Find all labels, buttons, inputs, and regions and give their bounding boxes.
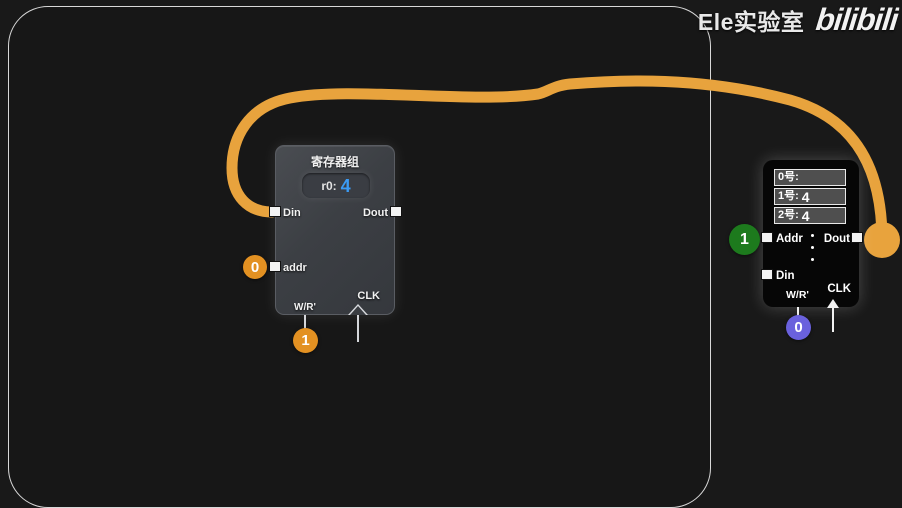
register-pin-din[interactable] (269, 206, 281, 217)
register-block-title: 寄存器组 (310, 155, 359, 169)
register-clk-edge-marker (348, 304, 368, 316)
watermark-platform: bilibili (814, 2, 900, 37)
register-wr-input-badge[interactable]: 1 (293, 328, 318, 353)
register-port-label-din: Din (283, 207, 301, 219)
memory-cell-row[interactable]: 2号: 4 (774, 207, 846, 224)
memory-port-label-addr: Addr (776, 233, 803, 245)
memory-cell-value: 4 (801, 207, 810, 224)
memory-port-label-din: Din (776, 270, 795, 282)
watermark: Ele实验室 bilibili (697, 2, 900, 38)
memory-wr-input-badge[interactable]: 0 (786, 315, 811, 340)
register-readout-value: 4 (340, 175, 351, 196)
register-file-block[interactable]: 寄存器组 r0: 4 Din Dout addr W/R' CLK (275, 145, 395, 315)
memory-cell-row[interactable]: 1号: 4 (774, 188, 846, 205)
memory-cell-row[interactable]: 0号: (774, 169, 846, 186)
memory-cell-label: 1号: (778, 190, 799, 202)
memory-pin-addr[interactable] (761, 232, 773, 243)
memory-pin-din[interactable] (761, 269, 773, 280)
memory-cell-value: 4 (801, 188, 810, 205)
memory-addr-input-badge[interactable]: 1 (729, 224, 760, 255)
memory-pin-dout[interactable] (851, 232, 863, 243)
memory-cell-list: 0号: 1号: 4 2号: 4 (774, 169, 846, 226)
register-pin-dout[interactable] (390, 206, 402, 217)
memory-addr-input-value: 1 (740, 230, 749, 248)
memory-cell-label: 2号: (778, 209, 799, 221)
register-port-label-dout: Dout (362, 207, 388, 219)
register-addr-input-value: 0 (250, 258, 260, 276)
memory-block[interactable]: 0号: 1号: 4 2号: 4 Addr Dout Din W/R' CLK (763, 160, 859, 307)
memory-wr-lead (797, 299, 799, 317)
register-addr-input-badge[interactable]: 0 (243, 255, 267, 279)
watermark-channel: Ele实验室 (697, 9, 805, 35)
memory-cell-label: 0号: (778, 171, 799, 183)
wire-terminal-dout[interactable] (864, 222, 900, 258)
register-readout-name: r0: (321, 178, 337, 193)
memory-port-label-clk: CLK (827, 283, 851, 295)
memory-port-label-dout: Dout (823, 233, 850, 245)
register-port-label-clk: CLK (357, 290, 380, 302)
memory-wr-input-value: 0 (794, 319, 803, 336)
register-port-label-wr: W/R' (294, 302, 316, 313)
register-readout: r0: 4 (302, 173, 370, 198)
memory-ellipsis-icon (811, 234, 814, 270)
register-pin-addr[interactable] (269, 261, 281, 272)
memory-port-label-wr: W/R' (786, 289, 809, 301)
register-clk-lead (357, 313, 359, 342)
register-wr-input-value: 1 (301, 332, 310, 349)
register-port-label-addr: addr (283, 262, 307, 274)
